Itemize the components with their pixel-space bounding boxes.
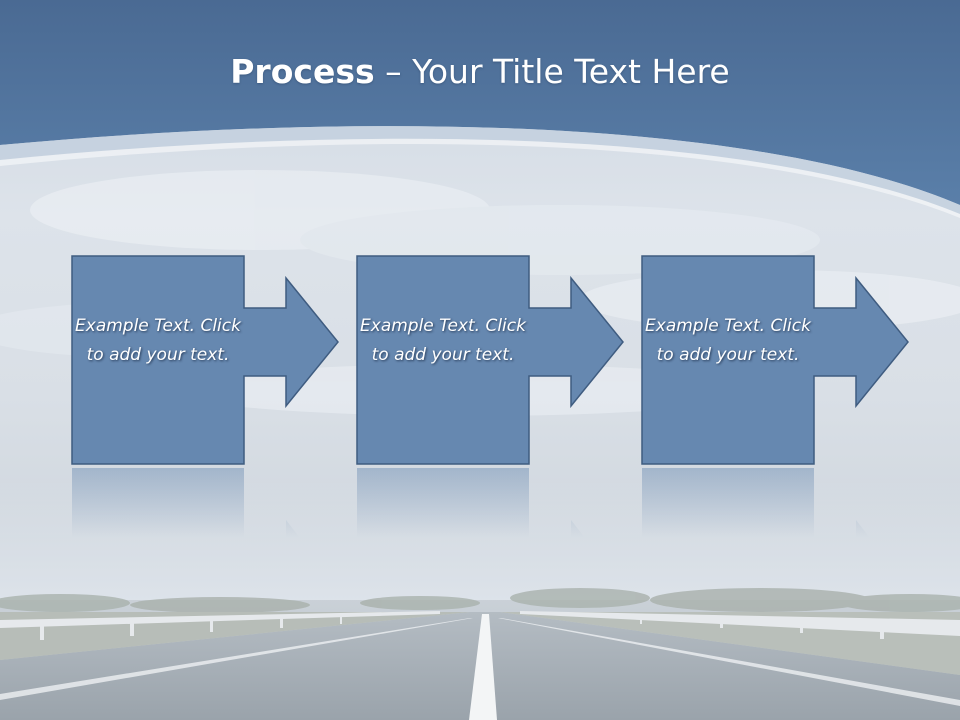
header-band — [0, 0, 960, 205]
step-reflection-3 — [642, 468, 870, 538]
title-dash: – — [374, 52, 413, 91]
right-guardrail — [520, 611, 960, 639]
step-text-1[interactable]: Example Text. Click to add your text. — [75, 316, 241, 365]
process-step-3[interactable]: Example Text. Click to add your text. — [641, 255, 912, 468]
header-arc — [0, 126, 960, 214]
process-step-1[interactable]: Example Text. Click to add your text. — [71, 255, 342, 468]
step-shape-1 — [71, 255, 339, 465]
step-shape-2 — [356, 255, 624, 465]
title-rest: Your Title Text Here — [412, 52, 730, 91]
step-reflection-1 — [72, 468, 300, 538]
horizon-trees — [0, 588, 960, 613]
left-guardrail — [0, 611, 440, 640]
road-center-line — [469, 614, 497, 720]
step-shape-3 — [641, 255, 909, 465]
step-text-2[interactable]: Example Text. Click to add your text. — [360, 316, 526, 365]
title-bold: Process — [230, 52, 375, 91]
step-reflection-2 — [357, 468, 585, 538]
step-text-3[interactable]: Example Text. Click to add your text. — [645, 316, 811, 365]
process-step-2[interactable]: Example Text. Click to add your text. — [356, 255, 627, 468]
slide-title[interactable]: Process – Your Title Text Here — [0, 52, 960, 91]
